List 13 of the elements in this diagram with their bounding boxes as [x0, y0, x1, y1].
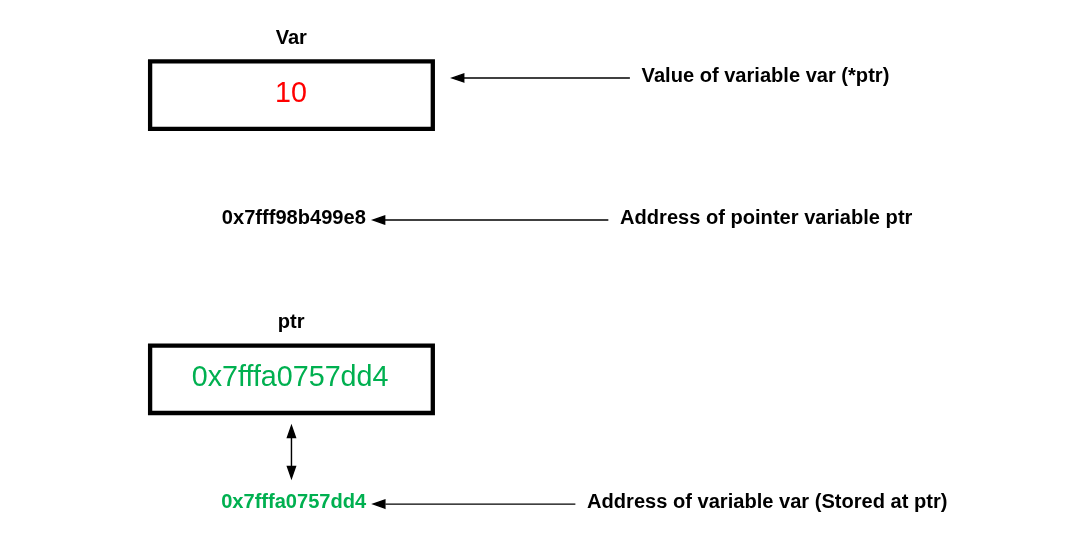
node-label: Var — [275, 25, 307, 48]
node-text: 0x7fffa0757dd4 — [220, 489, 366, 512]
node-box: 0x7fffa0757dd4 — [147, 343, 435, 416]
node-label: ptr — [277, 309, 305, 332]
arrow — [370, 214, 609, 225]
node-text: Address of variable var (Stored at ptr) — [586, 489, 947, 512]
node-text: 0x7fff98b499e8 — [221, 205, 366, 228]
node-text: Value of variable var (*ptr) — [641, 63, 889, 86]
arrow — [285, 423, 296, 481]
node-box: 10 — [147, 59, 435, 131]
arrow — [370, 499, 576, 510]
arrow — [449, 72, 631, 83]
node-text: Address of pointer variable ptr — [619, 205, 912, 228]
